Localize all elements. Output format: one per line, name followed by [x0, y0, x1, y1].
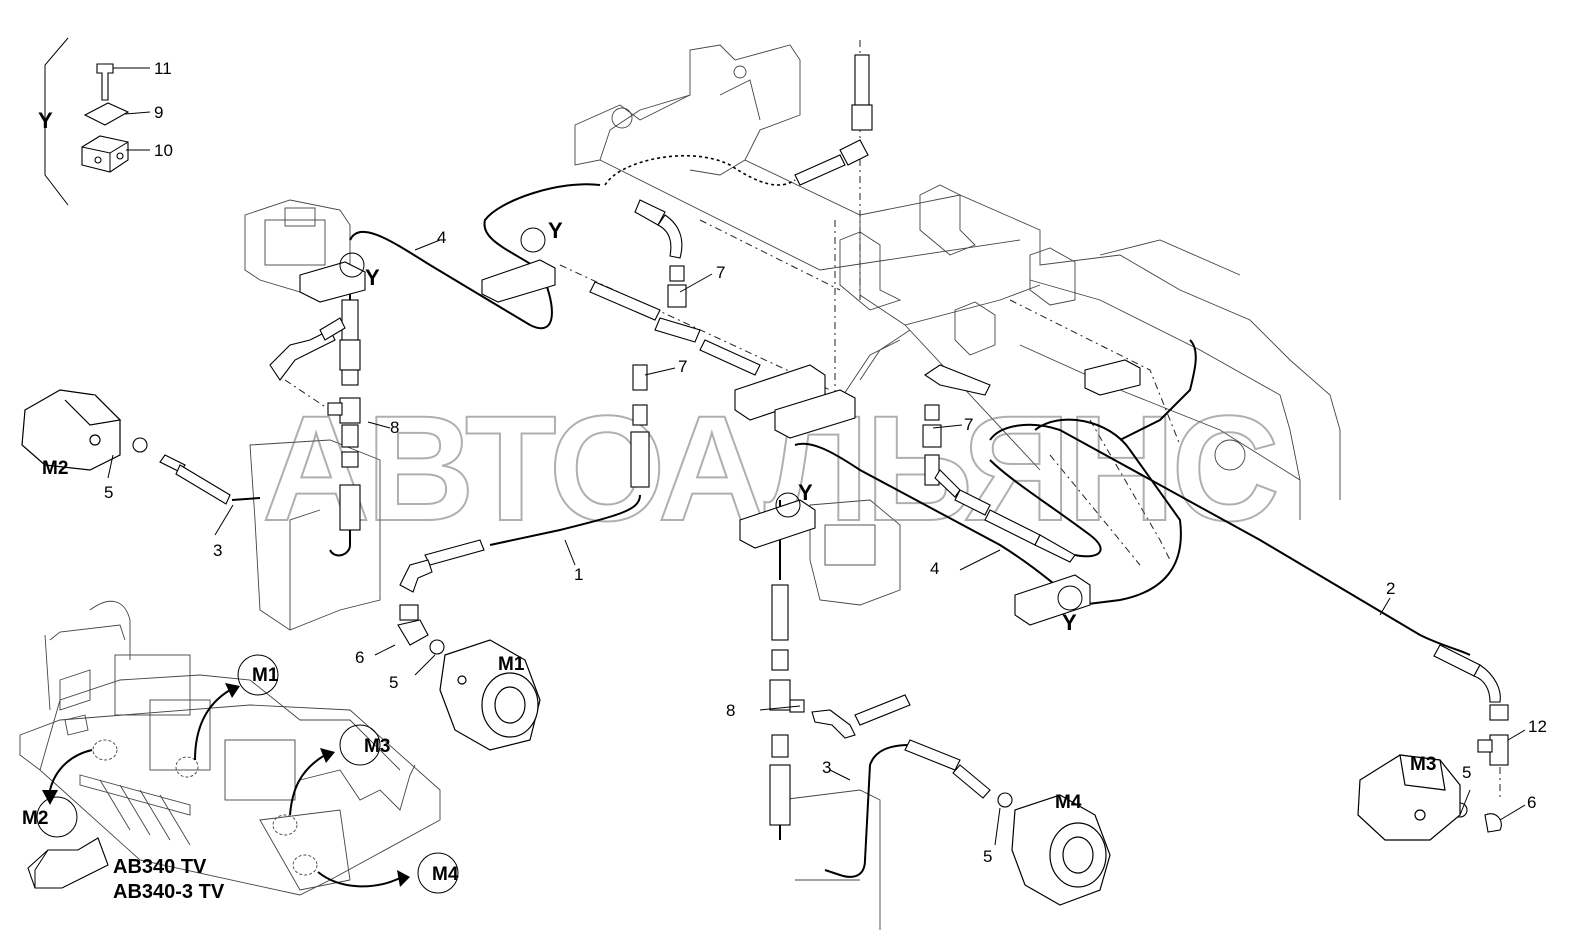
callout-10: 10 [154, 141, 173, 160]
callout-4: 4 [930, 559, 939, 578]
clamp-ref: Y [365, 265, 380, 290]
callout-3: 3 [822, 758, 831, 777]
detail-y: Y 11 9 10 [38, 37, 173, 206]
callout-1: 1 [574, 565, 583, 584]
hose-1 [489, 494, 641, 546]
clamp-y-markers: Y Y Y Y [339, 218, 1083, 635]
hose-4-upper [349, 183, 601, 330]
motor-labels: M2 M1 M3 M4 [42, 458, 1436, 813]
callout-2: 2 [1386, 579, 1395, 598]
clamp-ref: Y [548, 218, 563, 243]
clamp-blocks [299, 259, 1141, 626]
overview-motor-m3: M3 [364, 736, 390, 757]
hose-3-right [824, 744, 911, 878]
callout-7: 7 [964, 415, 973, 434]
fittings [132, 54, 1509, 833]
overview-motor-m1: M1 [252, 665, 279, 686]
callout-5: 5 [983, 847, 992, 866]
plate-icon [83, 102, 130, 126]
overview-motor-m2: M2 [22, 808, 48, 829]
chassis-frame [244, 40, 1501, 930]
callout-9: 9 [154, 103, 163, 122]
bolt-icon [96, 63, 114, 101]
callout-7: 7 [716, 263, 725, 282]
callout-6: 6 [1527, 793, 1536, 812]
overview-motor-m4: M4 [432, 864, 459, 885]
callout-6: 6 [355, 648, 364, 667]
motor-m3 [1357, 754, 1461, 841]
callout-5: 5 [104, 483, 113, 502]
clamp-circle-icon [339, 252, 365, 278]
model-label-1: AB340 TV [113, 856, 207, 878]
callout-11: 11 [154, 59, 172, 78]
motor-label-m3: M3 [1410, 754, 1436, 775]
clamp-circle-icon [775, 492, 801, 518]
callout-5: 5 [389, 673, 398, 692]
detail-y-label: Y [38, 108, 53, 133]
motor-m2 [21, 389, 122, 471]
callout-8: 8 [390, 418, 399, 437]
model-label-2: AB340-3 TV [113, 881, 225, 903]
motor-label-m1: M1 [498, 654, 525, 675]
leader-lines [107, 239, 1526, 846]
clamp-circle-icon [520, 227, 546, 253]
motor-label-m4: M4 [1055, 792, 1082, 813]
callout-3: 3 [213, 541, 222, 560]
clamp-circle-icon [1057, 585, 1083, 611]
clamp-ref: Y [1062, 610, 1077, 635]
motor-m4 [1011, 794, 1111, 906]
overview-machine: M1 M3 M2 M4 AB340 TV AB340-3 TV [19, 600, 459, 903]
clamp-ref: Y [798, 480, 813, 505]
callout-7: 7 [678, 357, 687, 376]
callout-12: 12 [1528, 717, 1547, 736]
hose-2 [989, 423, 1471, 656]
motor-label-m2: M2 [42, 458, 68, 479]
callout-8: 8 [726, 701, 735, 720]
motor-m1 [439, 639, 541, 751]
callout-4: 4 [437, 228, 446, 247]
clamp-block-icon [81, 135, 129, 173]
part-callouts: 4 1 3 8 5 7 7 7 4 2 8 3 6 5 5 5 6 12 [104, 228, 1547, 866]
callout-5: 5 [1462, 763, 1471, 782]
